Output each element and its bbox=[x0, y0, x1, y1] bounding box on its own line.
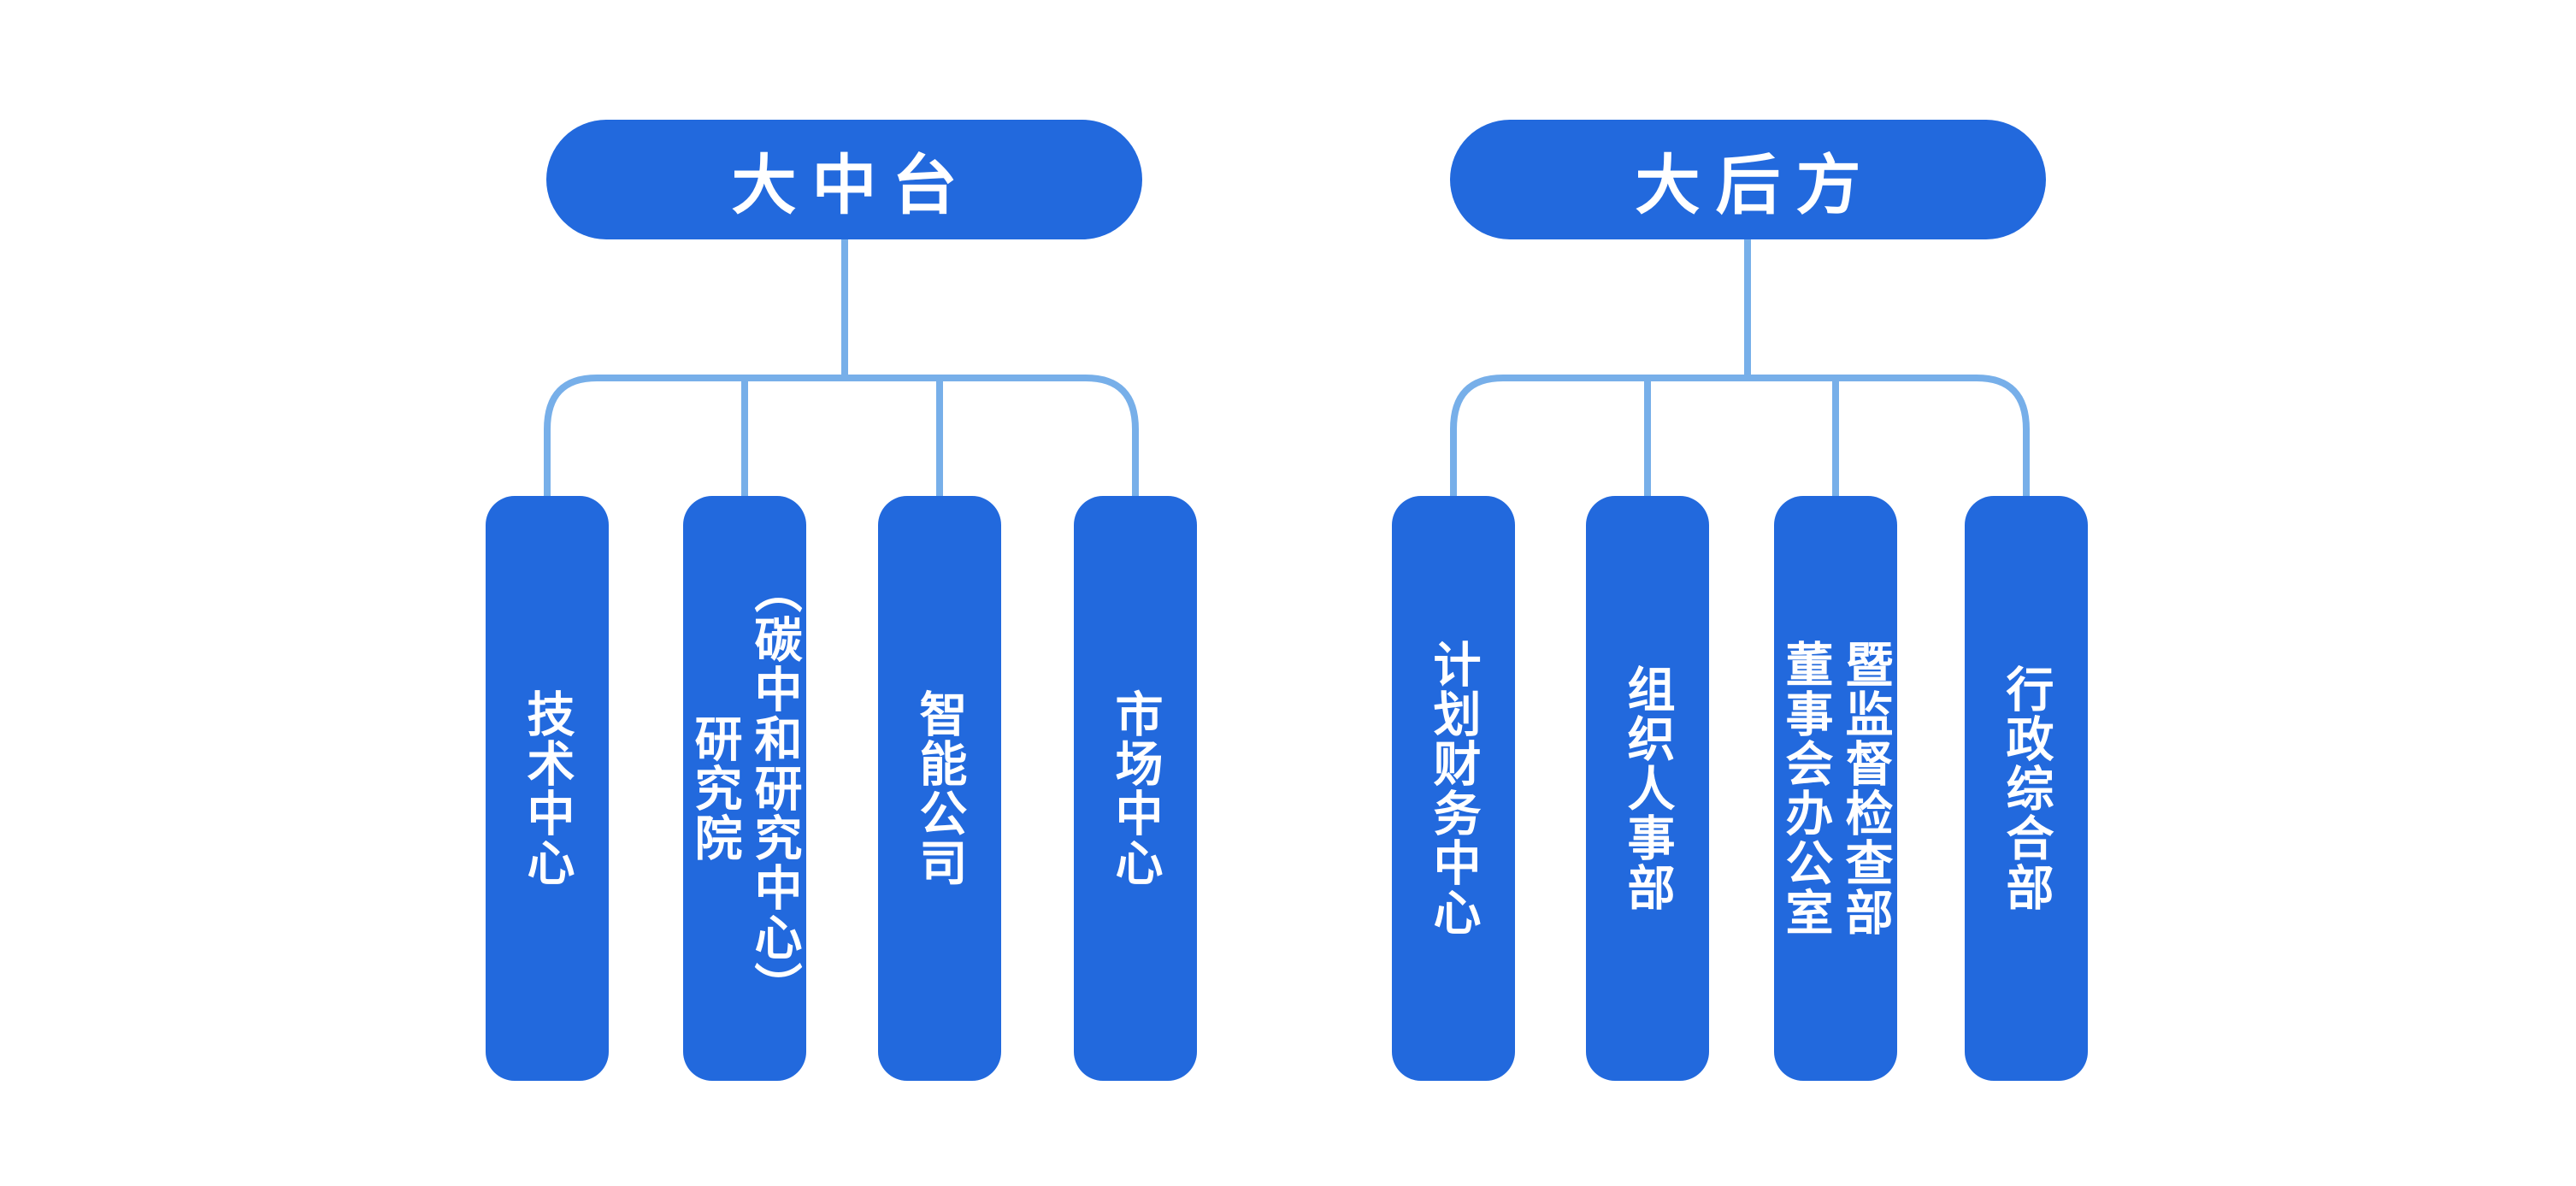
root-node-label: 大后方 bbox=[1635, 150, 1877, 222]
child-node-label: 市场中心 bbox=[1109, 689, 1163, 888]
connector-left-bus bbox=[544, 375, 1139, 501]
child-node-label: 计划财务中心 bbox=[1427, 640, 1481, 937]
root-node-da-zhong-tai[interactable]: 大中台 bbox=[546, 120, 1142, 239]
child-node-shichang-zhongxin[interactable]: 市场中心 bbox=[1074, 496, 1197, 1081]
root-node-label: 大中台 bbox=[731, 150, 973, 222]
child-node-label: 智能公司 bbox=[913, 689, 967, 888]
root-node-da-hou-fang[interactable]: 大后方 bbox=[1450, 120, 2046, 239]
child-node-dongshihui-bangongshi[interactable]: 董事会办公室 暨监督检查部 bbox=[1774, 496, 1897, 1081]
child-node-label: 董事会办公室 暨监督检查部 bbox=[1779, 640, 1893, 937]
child-node-label: 研究院 （碳中和研究中心） bbox=[688, 565, 802, 1012]
child-node-label: 组织人事部 bbox=[1621, 664, 1675, 912]
child-node-yanjiuyuan[interactable]: 研究院 （碳中和研究中心） bbox=[683, 496, 806, 1081]
child-node-jishu-zhongxin[interactable]: 技术中心 bbox=[486, 496, 609, 1081]
child-node-xingzheng-zonghe-bu[interactable]: 行政综合部 bbox=[1965, 496, 2088, 1081]
child-node-label: 技术中心 bbox=[521, 689, 575, 888]
child-node-label: 行政综合部 bbox=[2000, 664, 2054, 912]
child-node-zhineng-gongsi[interactable]: 智能公司 bbox=[878, 496, 1001, 1081]
connector-right-bus bbox=[1450, 375, 2030, 501]
child-node-jihua-caiwu-zhongxin[interactable]: 计划财务中心 bbox=[1392, 496, 1515, 1081]
child-node-zuzhi-renshi-bu[interactable]: 组织人事部 bbox=[1586, 496, 1709, 1081]
